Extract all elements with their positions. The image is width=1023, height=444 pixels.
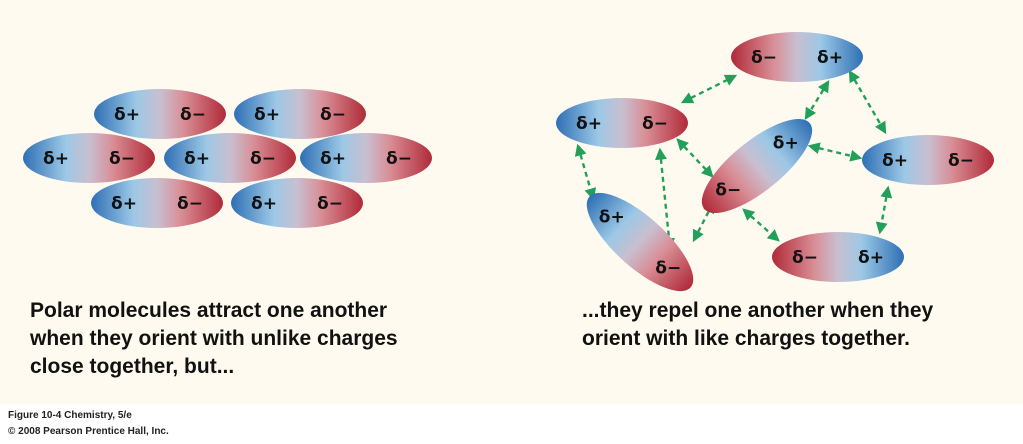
partial-negative-label: δ− <box>180 105 206 125</box>
partial-positive-label: δ+ <box>251 194 277 214</box>
polar-molecule: δ+ δ− <box>94 89 226 139</box>
partial-positive-label: δ+ <box>320 149 346 169</box>
repulsion-arrow <box>804 79 830 121</box>
partial-positive-label: δ+ <box>858 248 884 268</box>
partial-negative-label: δ− <box>386 149 412 169</box>
partial-positive-label: δ+ <box>184 149 210 169</box>
polar-molecule: δ+ δ− <box>556 98 688 148</box>
partial-negative-label: δ− <box>250 149 276 169</box>
figure-reference: Figure 10-4 Chemistry, 5/e <box>8 410 132 421</box>
attraction-caption: Polar molecules attract one another when… <box>30 297 398 381</box>
partial-positive-label: δ+ <box>111 194 137 214</box>
repulsion-arrow <box>692 200 715 243</box>
partial-negative-label: δ− <box>792 248 818 268</box>
polar-molecule: δ+ δ− <box>234 89 366 139</box>
repulsion-arrow <box>574 143 597 201</box>
caption-line: Polar molecules attract one another <box>30 299 388 322</box>
repulsion-arrows <box>574 69 893 251</box>
copyright-notice: © 2008 Pearson Prentice Hall, Inc. <box>8 426 169 437</box>
partial-negative-label: δ− <box>317 194 343 214</box>
repulsion-arrow <box>655 147 675 251</box>
polar-molecule: δ+ δ− <box>231 178 363 228</box>
partial-negative-label: δ− <box>109 149 135 169</box>
partial-negative-label: δ− <box>655 258 681 278</box>
caption-line: ...they repel one another when they <box>582 299 934 322</box>
repulsion-arrow <box>680 74 738 104</box>
polar-molecule: δ+ δ− <box>23 133 155 183</box>
caption-line: close together, but... <box>30 355 235 378</box>
partial-positive-label: δ+ <box>576 114 602 134</box>
repulsion-arrow <box>875 185 893 235</box>
repulsion-caption: ...they repel one another when they orie… <box>582 297 933 353</box>
repulsion-arrow <box>848 69 887 135</box>
polar-molecule: δ− δ+ <box>701 119 813 213</box>
polar-molecule: δ+ δ− <box>862 135 994 185</box>
polar-molecule: δ+ δ− <box>164 133 296 183</box>
repulsion-arrow <box>676 138 714 178</box>
partial-negative-label: δ− <box>948 151 974 171</box>
partial-positive-label: δ+ <box>773 134 799 154</box>
caption-line: orient with like charges together. <box>582 327 910 350</box>
polar-molecule: δ+ δ− <box>91 178 223 228</box>
polar-molecule: δ− δ+ <box>731 32 863 82</box>
partial-negative-label: δ− <box>715 180 741 200</box>
partial-positive-label: δ+ <box>882 151 908 171</box>
polar-molecule: δ+ δ− <box>300 133 432 183</box>
partial-negative-label: δ− <box>177 194 203 214</box>
partial-positive-label: δ+ <box>599 208 625 228</box>
partial-negative-label: δ− <box>751 48 777 68</box>
repulsion-arrow <box>742 208 780 242</box>
partial-negative-label: δ− <box>320 105 346 125</box>
attraction-cluster: δ+ δ− δ+ δ− δ+ δ− δ+ δ− δ+ δ− δ+ δ− <box>23 89 432 228</box>
partial-positive-label: δ+ <box>114 105 140 125</box>
polar-molecule: δ− δ+ <box>772 232 904 282</box>
caption-line: when they orient with unlike charges <box>30 327 398 350</box>
partial-negative-label: δ− <box>642 114 668 134</box>
partial-positive-label: δ+ <box>817 48 843 68</box>
repulsion-cluster: δ− δ+ δ+ δ− δ+ δ− δ− δ+ δ+ δ− <box>556 32 994 292</box>
partial-positive-label: δ+ <box>43 149 69 169</box>
polar-molecule: δ+ δ− <box>586 192 694 292</box>
partial-positive-label: δ+ <box>254 105 280 125</box>
polar-molecules-diagram: δ+ δ− δ+ δ− δ+ δ− δ+ δ− δ+ δ− δ+ δ− <box>23 32 994 292</box>
repulsion-arrow <box>807 142 863 162</box>
